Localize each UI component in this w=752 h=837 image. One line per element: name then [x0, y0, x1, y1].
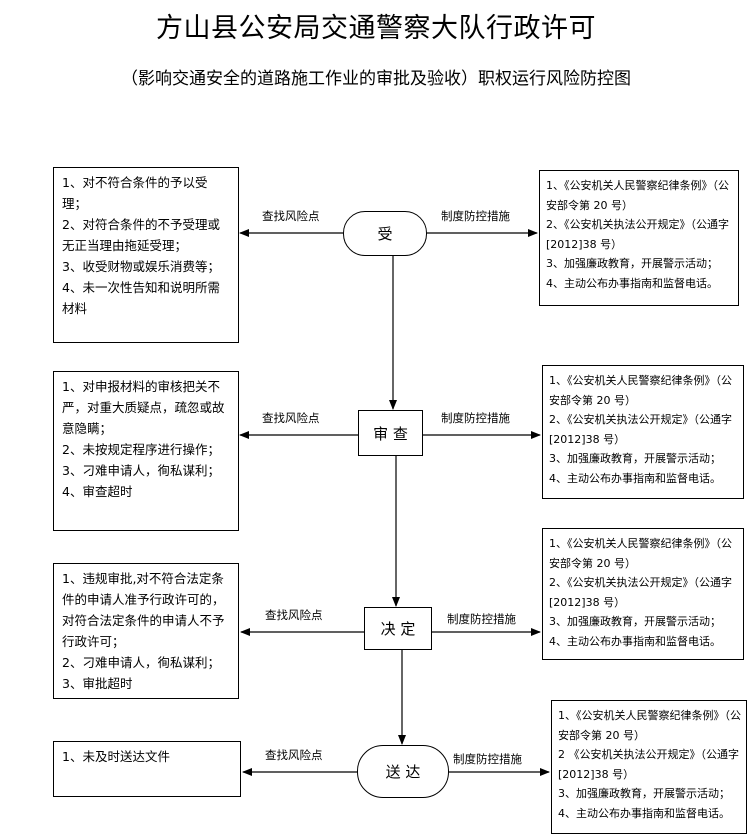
node-review: 审 查 — [358, 410, 423, 456]
risk-box-delivery: 1、未及时送达文件 — [53, 741, 241, 797]
measure-item: 4、主动公布办事指南和监督电话。 — [549, 471, 721, 485]
diagram-title: 方山县公安局交通警察大队行政许可 — [156, 13, 596, 44]
measure-item: 3、加强廉政教育，开展警示活动； — [546, 257, 718, 270]
measure-item: 2 《公安机关执法公开规定》（公通字[2012]38 号） — [558, 748, 739, 781]
node-delivery: 送 达 — [357, 745, 449, 798]
measure-item: 3、加强廉政教育，开展警示活动； — [558, 787, 730, 800]
measure-item: 4、主动公布办事指南和监督电话。 — [558, 806, 730, 820]
measure-box-delivery: 1、《公安机关人民警察纪律条例》（公安部令第 20 号） 2 《公安机关执法公开… — [551, 700, 747, 834]
node-accept: 受 — [343, 211, 427, 256]
control-measure-label-4: 制度防控措施 — [453, 752, 522, 766]
control-measure-label-3: 制度防控措施 — [447, 612, 516, 626]
risk-item: 3、收受财物或娱乐消费等； — [62, 259, 220, 274]
risk-item: 3、审批超时 — [62, 676, 133, 691]
risk-point-label-1: 查找风险点 — [262, 209, 320, 223]
risk-item: 2、未按规定程序进行操作； — [62, 442, 220, 457]
node-review-label: 审 查 — [373, 424, 408, 443]
risk-point-label-4: 查找风险点 — [265, 748, 323, 762]
node-delivery-label: 送 达 — [385, 763, 421, 781]
node-decision-label: 决 定 — [380, 620, 416, 638]
risk-box-review: 1、对申报材料的审核把关不严，对重大质疑点，疏忽或故意隐瞒； 2、未按规定程序进… — [53, 371, 239, 531]
risk-item: 2、对符合条件的不予受理或无正当理由拖延受理； — [62, 217, 220, 253]
risk-item: 1、对不符合条件的予以受理； — [62, 175, 208, 211]
measure-box-accept: 1、《公安机关人民警察纪律条例》（公安部令第 20 号） 2、《公安机关执法公开… — [539, 170, 739, 306]
measure-box-decision: 1、《公安机关人民警察纪律条例》（公安部令第 20 号） 2、《公安机关执法公开… — [542, 528, 744, 660]
risk-point-label-3: 查找风险点 — [265, 608, 323, 622]
control-measure-label-1: 制度防控措施 — [441, 209, 510, 223]
measure-item: 2、《公安机关执法公开规定》（公通字[2012]38 号） — [549, 576, 732, 609]
risk-item: 2、刁难申请人，徇私谋利； — [62, 655, 220, 670]
measure-item: 3、加强廉政教育，开展警示活动； — [549, 615, 721, 628]
risk-item: 3、刁难申请人，徇私谋利； — [62, 463, 220, 478]
node-decision: 决 定 — [364, 607, 432, 650]
measure-item: 3、加强廉政教育，开展警示活动； — [549, 452, 721, 465]
risk-item: 1、对申报材料的审核把关不严，对重大质疑点，疏忽或故意隐瞒； — [62, 379, 225, 436]
measure-item: 1、《公安机关人民警察纪律条例》（公安部令第 20 号） — [549, 537, 732, 570]
risk-point-label-2: 查找风险点 — [262, 411, 320, 425]
risk-item: 1、未及时送达文件 — [62, 749, 170, 764]
measure-item: 1、《公安机关人民警察纪律条例》（公安部令第 20 号） — [549, 374, 732, 407]
measure-item: 1、《公安机关人民警察纪律条例》（公安部令第 20 号） — [546, 179, 729, 212]
measure-item: 4、主动公布办事指南和监督电话。 — [546, 276, 718, 290]
diagram-subtitle: （影响交通安全的道路施工作业的审批及验收）职权运行风险防控图 — [121, 69, 631, 89]
risk-box-decision: 1、违规审批,对不符合法定条件的申请人准予行政许可的，对符合法定条件的申请人不予… — [53, 563, 239, 699]
risk-box-accept: 1、对不符合条件的予以受理； 2、对符合条件的不予受理或无正当理由拖延受理； 3… — [53, 167, 239, 343]
measure-box-review: 1、《公安机关人民警察纪律条例》（公安部令第 20 号） 2、《公安机关执法公开… — [542, 365, 744, 499]
node-accept-label: 受 — [377, 225, 393, 243]
measure-item: 1、《公安机关人民警察纪律条例》（公安部令第 20 号） — [558, 709, 741, 742]
measure-item: 2、《公安机关执法公开规定》（公通字[2012]38 号） — [546, 218, 729, 251]
control-measure-label-2: 制度防控措施 — [441, 411, 510, 425]
measure-item: 2、《公安机关执法公开规定》（公通字[2012]38 号） — [549, 413, 732, 446]
risk-item: 1、违规审批,对不符合法定条件的申请人准予行政许可的，对符合法定条件的申请人不予… — [62, 571, 225, 649]
risk-item: 4、未一次性告知和说明所需材料 — [62, 280, 220, 316]
risk-item: 4、审查超时 — [62, 484, 133, 499]
measure-item: 4、主动公布办事指南和监督电话。 — [549, 634, 721, 648]
